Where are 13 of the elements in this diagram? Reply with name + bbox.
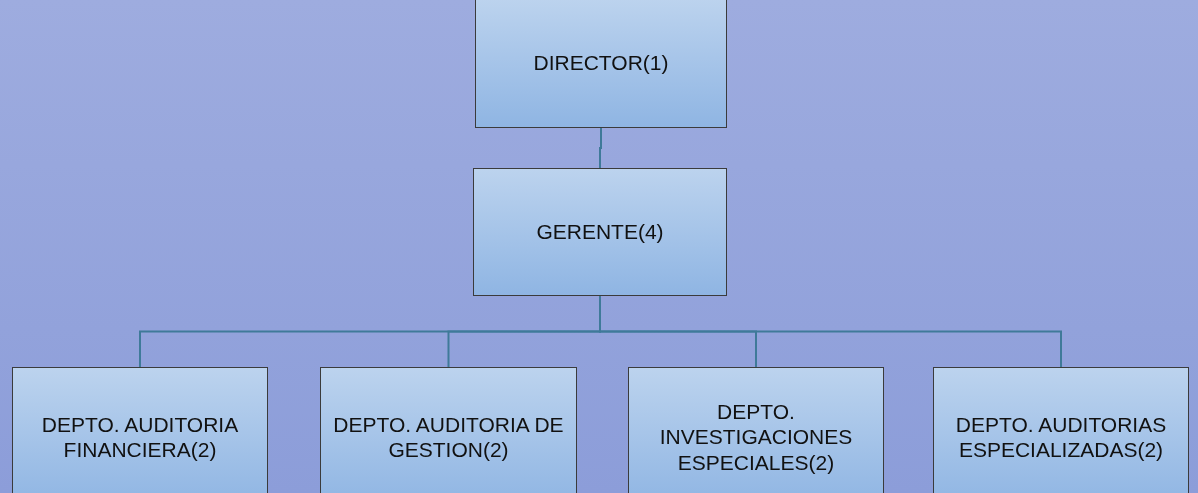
org-box [473,168,727,296]
role-label: DEPTO. AUDITORIAS ESPECIALIZADAS(2) [954,411,1168,463]
org-box [475,0,727,128]
role-label: GERENTE(4) [536,219,664,245]
org-box [628,367,884,493]
role-label: DEPTO. AUDITORIA FINANCIERA(2) [40,411,240,463]
role-label: DEPTO. AUDITORIA DE GESTION(2) [332,411,565,463]
connector-line [599,127,602,169]
org-box [12,367,268,493]
role-label: DIRECTOR(1) [533,50,669,76]
org-box [933,367,1189,493]
org-box [320,367,577,493]
role-label: DEPTO. INVESTIGACIONES ESPECIALES(2) [658,399,854,475]
